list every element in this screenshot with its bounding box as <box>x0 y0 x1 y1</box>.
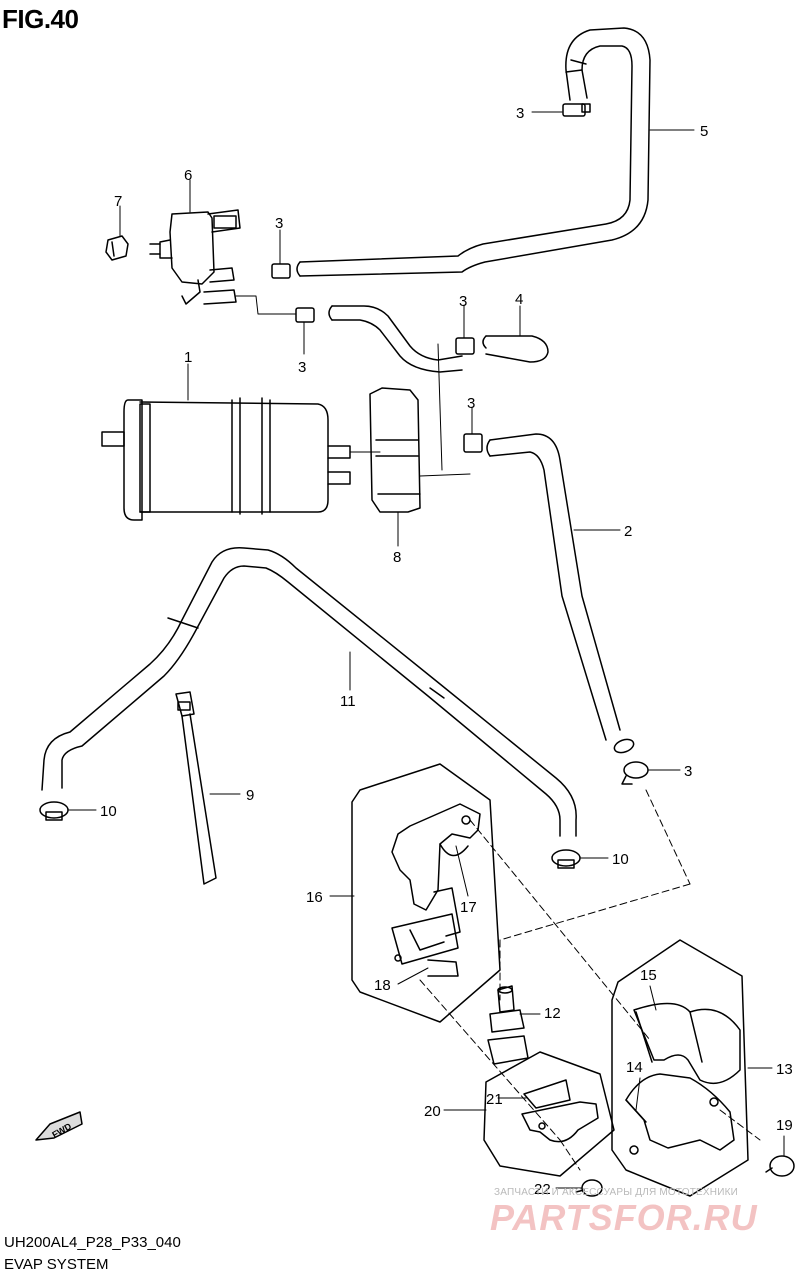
callout-3: 3 <box>298 359 306 376</box>
bracket-8 <box>369 387 421 513</box>
callout-18: 18 <box>374 977 391 994</box>
callout-20: 20 <box>424 1103 441 1120</box>
callout-2: 2 <box>624 523 632 540</box>
solenoid-valve-6 <box>149 209 241 305</box>
panel-16 <box>351 763 501 1023</box>
fwd-arrow-icon <box>35 1111 83 1141</box>
callout-1: 1 <box>184 349 192 366</box>
callout-13: 13 <box>776 1061 793 1078</box>
figure-title: FIG.40 <box>2 4 79 34</box>
panel-20 <box>483 1051 615 1177</box>
canister-1 <box>101 397 381 521</box>
clamp-3-mid-upper <box>271 263 291 279</box>
callout-16: 16 <box>306 889 323 906</box>
callout-3: 3 <box>467 395 475 412</box>
hose-5 <box>296 27 651 277</box>
callout-11: 11 <box>340 693 356 710</box>
hose-2 <box>486 433 635 754</box>
clamp-10-right <box>551 849 581 869</box>
panel-13 <box>611 939 749 1197</box>
hose-11 <box>41 547 577 837</box>
leader-lines <box>67 111 785 1189</box>
callout-numbers: 3 5 6 7 3 3 3 4 1 3 2 8 11 3 9 10 10 16 … <box>100 105 793 1198</box>
callout-8: 8 <box>393 549 401 566</box>
clamp-3-hose4 <box>455 337 475 355</box>
callout-3: 3 <box>516 105 524 122</box>
cable-tie-9 <box>175 691 217 885</box>
cap-7 <box>105 235 129 261</box>
callout-3: 3 <box>275 215 283 232</box>
callout-3: 3 <box>459 293 467 310</box>
callout-14: 14 <box>626 1059 643 1076</box>
callout-12: 12 <box>544 1005 561 1022</box>
footer-name: EVAP SYSTEM <box>4 1256 109 1273</box>
callout-22: 22 <box>534 1181 551 1198</box>
callout-6: 6 <box>184 167 192 184</box>
callout-4: 4 <box>515 291 523 308</box>
hose-4 <box>328 305 549 471</box>
callout-19: 19 <box>776 1117 793 1134</box>
watermark-tagline: ЗАПЧАСТИ И АКСЕССУАРЫ ДЛЯ МОТОТЕХНИКИ <box>494 1187 739 1198</box>
clamp-10-left <box>39 801 69 821</box>
clamp-3-canister <box>463 433 483 453</box>
callout-10: 10 <box>612 851 629 868</box>
callout-17: 17 <box>460 899 477 916</box>
clamp-3-lower <box>621 761 649 785</box>
reference-lines <box>419 789 761 1171</box>
screw-19 <box>765 1155 795 1177</box>
connector-12 <box>487 985 529 1065</box>
clamp-3-mid-lower <box>295 307 315 323</box>
callout-5: 5 <box>700 123 708 140</box>
footer-code: UH200AL4_P28_P33_040 <box>4 1234 181 1251</box>
callout-21: 21 <box>486 1091 503 1108</box>
watermark-logo: PARTSFOR.RU <box>490 1197 758 1238</box>
clamp-3-top <box>562 103 591 117</box>
callout-3: 3 <box>684 763 692 780</box>
callout-9: 9 <box>246 787 254 804</box>
callout-15: 15 <box>640 967 657 984</box>
callout-10: 10 <box>100 803 117 820</box>
callout-7: 7 <box>114 193 122 210</box>
